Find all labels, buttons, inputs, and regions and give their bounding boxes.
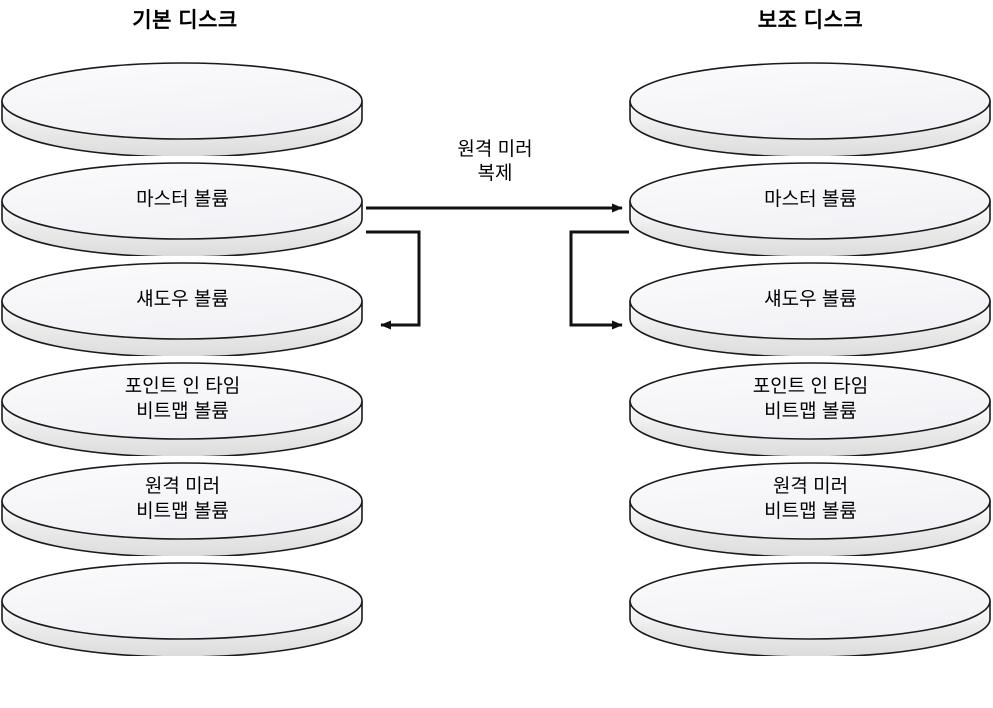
secondary-disk-title: 보조 디스크 xyxy=(757,9,864,32)
secondary-master-to-shadow-arrow xyxy=(569,230,629,330)
secondary-disk-platter-5 xyxy=(628,560,993,656)
primary-disk-title: 기본 디스크 xyxy=(132,9,238,32)
secondary-disk-platter-3: 포인트 인 타임 비트맵 볼륨 xyxy=(628,360,993,456)
secondary-disk-platter-2: 섀도우 볼륨 xyxy=(628,260,993,356)
primary-master-to-shadow-arrow xyxy=(366,230,421,330)
replication-label: 원격 미러 복제 xyxy=(457,139,533,184)
primary-disk-platter-1: 마스터 볼륨 xyxy=(0,160,365,256)
primary-disk-platter-0 xyxy=(0,60,365,156)
secondary-disk-platter-0 xyxy=(628,60,993,156)
primary-disk-platter-5 xyxy=(0,560,365,656)
